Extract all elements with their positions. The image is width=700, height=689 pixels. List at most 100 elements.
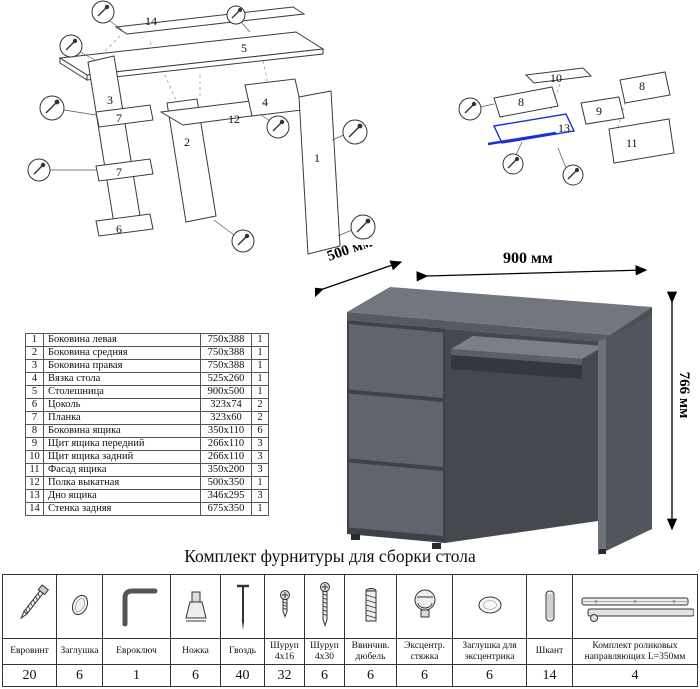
part-name: Боковина средняя [43, 346, 201, 360]
height-dimension-label: 766 мм [676, 372, 692, 419]
part-name: Фасад ящика [43, 463, 201, 477]
depth-dimension-label: 500 мм [325, 245, 374, 265]
part-name: Дно ящика [43, 489, 201, 503]
furniture-foot-icon [171, 575, 220, 639]
part-number-label: 6 [116, 222, 122, 236]
right-panel-inner-face [606, 315, 652, 551]
part-drawer-back [524, 67, 593, 84]
part-size: 500x350 [200, 476, 252, 490]
fastener-callout-icon [562, 164, 584, 186]
hardware-item: Евровинт 20 [3, 575, 57, 686]
part-num: 3 [25, 359, 44, 373]
part-name: Вязка стола [43, 372, 201, 386]
desk-body [346, 287, 652, 555]
part-drawer-front-shield [580, 96, 625, 125]
exploded-view-desk: 14 5 3 7 12 4 2 7 6 1 [27, 0, 376, 255]
part-left-side [87, 55, 141, 225]
keyboard-tray-surface [451, 336, 604, 359]
part-name: Щит ящика передний [43, 437, 201, 451]
part-drawer-side [493, 86, 559, 118]
hardware-item-qty: 14 [542, 667, 557, 683]
part-qty: 1 [251, 346, 269, 360]
fastener-callout-icon [502, 153, 524, 175]
drawer-front [349, 324, 443, 398]
hardware-table: Евровинт 20 Заглушка 6 Евроключ 1 Ножка … [2, 574, 698, 687]
part-plank [95, 104, 154, 128]
hardware-item: Шуруп 4x30 6 [305, 575, 345, 686]
part-drawer-facade [608, 118, 675, 164]
part-size: 323x74 [200, 398, 252, 412]
part-number-label: 13 [558, 121, 570, 135]
part-size: 266x110 [200, 450, 252, 464]
hardware-item-name: Евроключ [103, 639, 170, 665]
hardware-item-qty: 6 [321, 667, 328, 683]
callout-leader-lines [479, 103, 567, 169]
hardware-item-name: Гвоздь [221, 639, 264, 665]
part-number-label: 8 [518, 95, 524, 109]
part-size: 675x350 [200, 502, 252, 516]
part-num: 14 [25, 502, 44, 516]
part-number-labels: 10 8 9 8 13 11 [518, 71, 645, 150]
fastener-callout-icon [226, 5, 246, 25]
part-number-label: 11 [626, 136, 638, 150]
cam-lock-icon [397, 575, 452, 639]
hardware-item-name: Евровинт [3, 639, 56, 665]
part-size: 900x500 [200, 385, 252, 399]
part-number-label: 7 [116, 111, 122, 125]
exploded-view-drawer: 10 8 9 8 13 11 [458, 67, 675, 186]
screw-small-icon [265, 575, 304, 639]
part-num: 9 [25, 437, 44, 451]
desk-top-front-edge [347, 312, 610, 343]
part-middle-side [166, 98, 217, 223]
part-qty: 2 [251, 398, 269, 412]
hardware-item-name: Шкант [527, 639, 572, 665]
part-drawer-side [619, 71, 671, 104]
desk-top-surface [347, 287, 652, 335]
hardware-item-name: Ввинчив. дюбель [345, 639, 396, 665]
part-number-label: 9 [596, 104, 602, 118]
fastener-callout-icon [350, 214, 376, 240]
hex-key-icon [103, 575, 170, 639]
part-name: Цоколь [43, 398, 201, 412]
part-qty: 3 [251, 463, 269, 477]
keyboard-tray-front-edge [451, 349, 582, 365]
hardware-item: Гвоздь 40 [221, 575, 265, 686]
part-drawer-bottom-highlighted [487, 113, 576, 146]
width-dimension-label: 900 мм [503, 250, 553, 267]
part-name: Боковина ящика [43, 424, 201, 438]
part-number-labels: 14 5 3 7 12 4 2 7 6 1 [107, 14, 320, 236]
part-number-label: 3 [107, 93, 113, 107]
hardware-item-name: Шуруп 4x30 [305, 639, 344, 665]
fastener-callout-icon [59, 34, 83, 58]
part-size: 350x110 [200, 424, 252, 438]
part-qty: 3 [251, 489, 269, 503]
hardware-item-qty: 1 [133, 667, 140, 683]
hardware-item: Евроключ 1 [103, 575, 171, 686]
part-num: 4 [25, 372, 44, 386]
hardware-item: Ввинчив. дюбель 6 [345, 575, 397, 686]
part-name: Столешница [43, 385, 201, 399]
part-size: 346x295 [200, 489, 252, 503]
part-plank [95, 158, 154, 182]
screw-long-icon [305, 575, 344, 639]
cam-cover-icon [453, 575, 526, 639]
part-size: 750x388 [200, 346, 252, 360]
part-qty: 1 [251, 359, 269, 373]
hardware-item-qty: 40 [235, 667, 250, 683]
part-qty: 6 [251, 424, 269, 438]
part-name: Стенка задняя [43, 502, 201, 516]
part-num: 13 [25, 489, 44, 503]
hardware-item-name: Заглушка для эксцентрика [453, 639, 526, 665]
part-size: 750x388 [200, 359, 252, 373]
right-panel-front-edge [598, 338, 606, 555]
part-right-side [298, 90, 341, 255]
desk-render: 500 мм 900 мм 766 мм [315, 245, 692, 555]
part-num: 10 [25, 450, 44, 464]
